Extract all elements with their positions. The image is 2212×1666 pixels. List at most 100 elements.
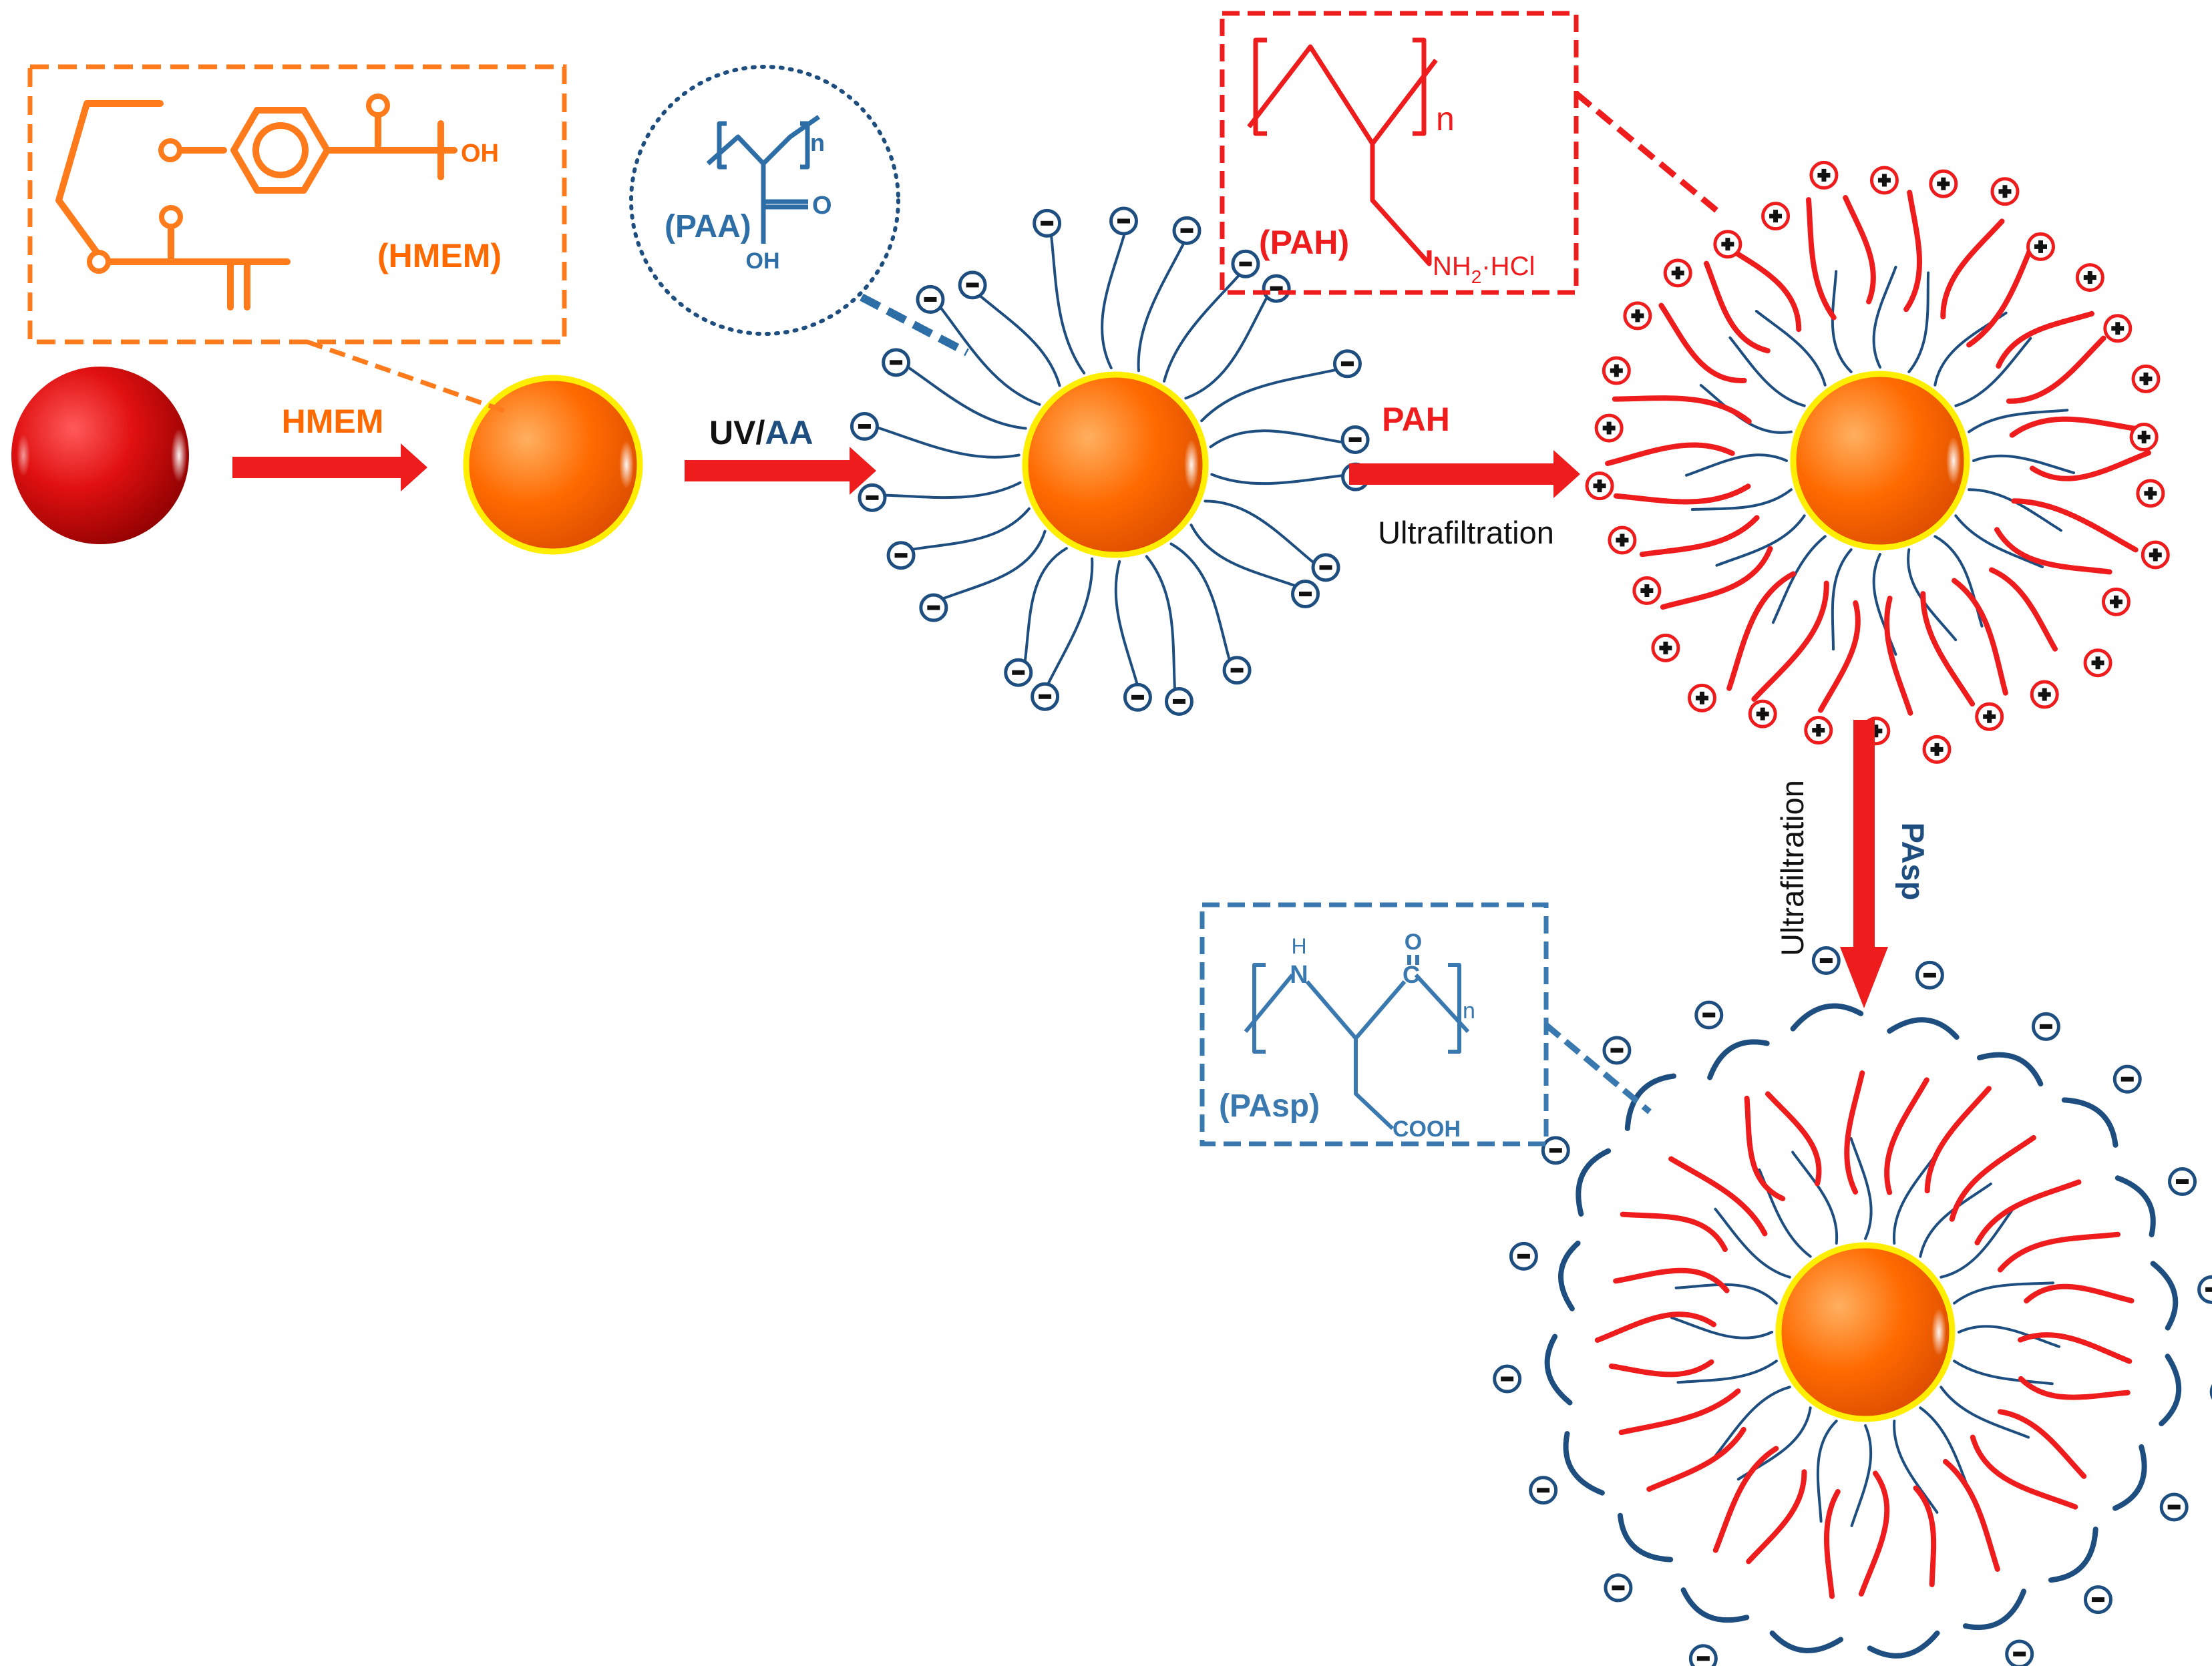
- paa-chain: [907, 366, 1027, 430]
- pah-chain: [1903, 190, 1923, 313]
- paa-chain: [1953, 1281, 2054, 1305]
- pah-chain: [1997, 1409, 2087, 1479]
- pah-chain: [1751, 580, 1829, 702]
- svg-text:(PAH): (PAH): [1259, 224, 1349, 261]
- negative-charge-icon: [1004, 658, 1033, 687]
- bare-particle: [11, 367, 189, 544]
- negative-charge-icon: [2005, 1639, 2034, 1666]
- paa-chain: [1958, 1325, 2060, 1348]
- paa-chain: [1137, 242, 1185, 373]
- pah-chain: [1966, 232, 2039, 348]
- negative-charge-icon: [1602, 1036, 1632, 1065]
- positive-charge-icon: [1748, 699, 1777, 728]
- pah-chain: [2006, 335, 2106, 404]
- negative-charge-icon: [1031, 682, 1060, 711]
- paa-chain: [1714, 1207, 1791, 1279]
- paa-chain: [884, 481, 1022, 499]
- pah-chain: [1613, 1267, 1730, 1293]
- pah-chain: [1646, 1426, 1746, 1492]
- positive-charge-icon: [2101, 587, 2131, 616]
- pah-chain: [1712, 1446, 1779, 1553]
- pah-chain: [2018, 1332, 2133, 1364]
- pah-chain: [2030, 450, 2151, 481]
- svg-text:n: n: [1463, 998, 1475, 1024]
- pah-chain: [1612, 395, 1752, 425]
- pah-chain: [1940, 218, 2005, 320]
- paa-chain: [1872, 266, 1897, 369]
- positive-charge-icon: [1651, 633, 1680, 662]
- positive-charge-icon: [1869, 166, 1899, 195]
- negative-charge-icon: [1541, 1136, 1570, 1165]
- positive-charge-icon: [1632, 576, 1662, 606]
- pah-chain: [1943, 1458, 2000, 1572]
- paa-chain: [1755, 310, 1827, 387]
- pah-chain: [2018, 1376, 2131, 1400]
- paa-chain: [942, 530, 1047, 600]
- paa-chain: [1791, 1151, 1839, 1245]
- positive-charge-icon: [1929, 169, 1958, 198]
- pah-chain: [2009, 416, 2143, 438]
- svg-text:Ultrafiltration: Ultrafiltration: [1378, 515, 1554, 550]
- pah-chain: [1620, 1211, 1728, 1252]
- negative-charge-icon: [1332, 349, 1362, 379]
- paa-chain: [939, 306, 1041, 406]
- pah-chain: [1608, 1359, 1714, 1378]
- svg-text:(PAA): (PAA): [665, 209, 751, 244]
- paa-chain: [1145, 555, 1176, 690]
- paa-chain: [1940, 1206, 2016, 1279]
- negative-charge-icon: [1311, 553, 1340, 582]
- pasp-chain: [2061, 1097, 2118, 1148]
- paa-chain: [1816, 1420, 1838, 1523]
- paa-chain: [911, 507, 1031, 551]
- positive-charge-icon: [2026, 232, 2055, 261]
- paa-chain: [1023, 547, 1068, 662]
- pah-chain: [1668, 1156, 1768, 1237]
- reaction-arrow-uv-aa: UV/AA: [685, 414, 876, 495]
- paa-chain: [1893, 1420, 1939, 1514]
- positive-charge-icon: [1975, 702, 2004, 731]
- paa-chain: [1907, 271, 1930, 373]
- svg-text:(HMEM): (HMEM): [377, 237, 502, 274]
- paa-chain: [1715, 514, 1806, 567]
- pah-chain: [1618, 1388, 1741, 1436]
- positive-charge-icon: [2129, 423, 2159, 452]
- pasp-chain: [1976, 1052, 2044, 1087]
- positive-charge-icon: [1594, 413, 1624, 443]
- paa-chain: [1690, 488, 1793, 511]
- pasp-chain: [1558, 1240, 1581, 1311]
- negative-charge-icon: [1688, 1644, 1718, 1666]
- paa-chain: [1204, 499, 1315, 564]
- positive-charge-icon: [1761, 202, 1791, 231]
- svg-text:PAsp: PAsp: [1895, 823, 1931, 901]
- paa-chain: [1674, 1283, 1778, 1305]
- pah-chain: [1970, 1434, 2078, 1510]
- paa-chain: [1933, 535, 1984, 628]
- negative-charge-icon: [1340, 425, 1370, 454]
- pasp-chain: [1576, 1148, 1612, 1217]
- negative-charge-icon: [1493, 1364, 1522, 1394]
- negative-charge-icon: [1164, 686, 1193, 716]
- paa-structure-circle: n O OH (PAA): [629, 65, 969, 357]
- pah-chain: [1974, 1179, 2082, 1245]
- pasp-corona: [1493, 946, 2212, 1666]
- pah-chain: [1952, 578, 2008, 696]
- pah-chain: [1765, 1091, 1822, 1187]
- svg-text:COOH: COOH: [1393, 1116, 1461, 1142]
- uv-aa-label: UV/AA: [709, 414, 813, 451]
- svg-text:n: n: [810, 129, 825, 156]
- negative-charge-icon: [1262, 274, 1291, 303]
- negative-charge-icon: [1915, 960, 1944, 990]
- pasp-chain: [2048, 1526, 2098, 1583]
- paa-chain: [1968, 488, 2062, 532]
- negative-charge-icon: [1222, 656, 1252, 685]
- negative-charge-icon: [919, 593, 948, 622]
- paa-chain: [1758, 1168, 1812, 1258]
- paa-chain: [1954, 337, 2032, 407]
- pah-chain: [1658, 302, 1747, 383]
- pah-chain: [1989, 567, 2058, 652]
- svg-text:(PAsp): (PAsp): [1219, 1088, 1320, 1124]
- pah-chain: [1924, 1086, 1992, 1194]
- pah-chain: [1746, 1469, 1807, 1565]
- positive-charge-icon: [1922, 735, 1952, 764]
- positive-charge-icon: [2103, 314, 2133, 343]
